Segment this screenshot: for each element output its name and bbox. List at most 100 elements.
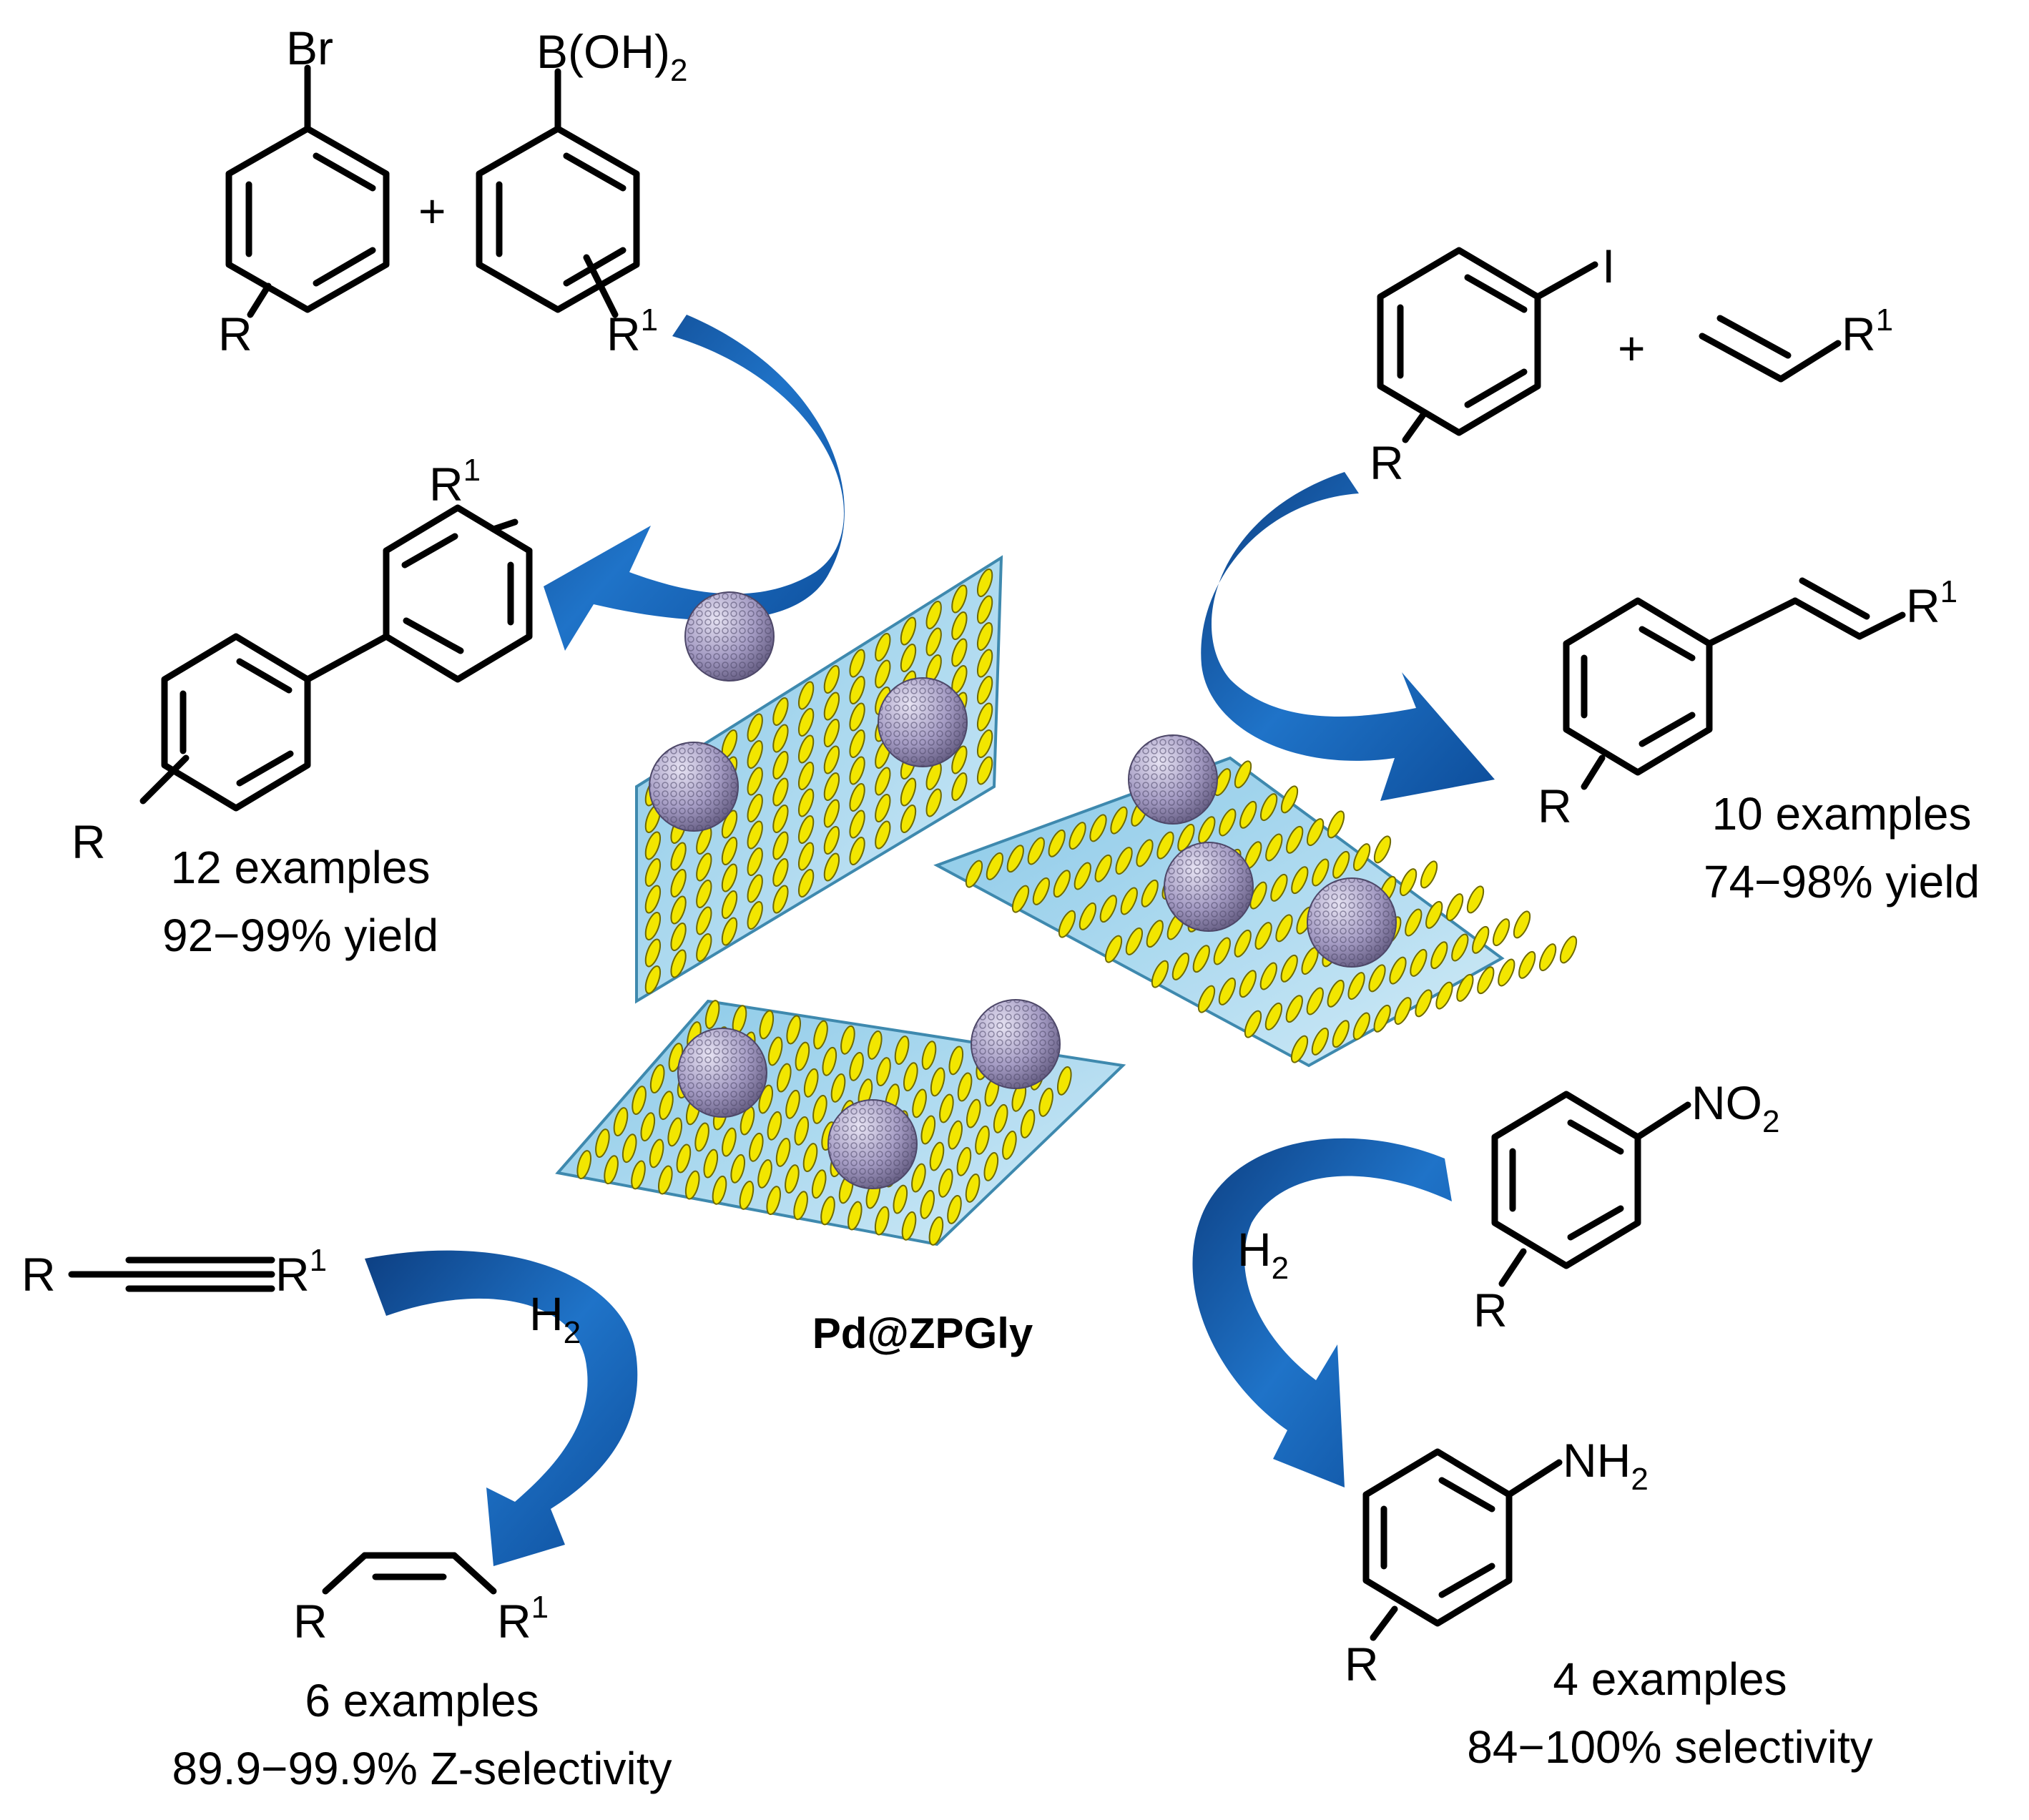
ligand-ellipse [721, 917, 738, 946]
ligand-ellipse [747, 794, 763, 822]
ligand-ellipse [721, 863, 738, 892]
ligand-ellipse [613, 1107, 629, 1137]
pd-lattice-texture [1307, 878, 1396, 967]
ligand-ellipse [1058, 910, 1076, 938]
r-label: R [1473, 1284, 1508, 1337]
ligand-ellipse [1347, 972, 1365, 1000]
ligand-ellipse [632, 1086, 647, 1116]
ligand-ellipse [1068, 822, 1086, 850]
ligand-ellipse [772, 858, 789, 887]
ligand-ellipse [947, 1194, 962, 1224]
ligand-ellipse [1171, 952, 1190, 980]
ligand-ellipse [696, 906, 712, 935]
ligand-ellipse [1373, 835, 1392, 864]
ligand-ellipse [925, 788, 942, 817]
ligand-ellipse [874, 1206, 890, 1236]
ligand-ellipse [1352, 1012, 1370, 1041]
ligand-ellipse [1254, 922, 1272, 950]
ligand-ellipse [1192, 945, 1210, 973]
pd-lattice-texture [1164, 842, 1253, 931]
ligand-ellipse [1410, 948, 1428, 977]
ligand-ellipse [900, 616, 917, 646]
ligand-ellipse [794, 1116, 810, 1146]
ligand-ellipse [1451, 933, 1469, 962]
ligand-ellipse [1038, 1087, 1053, 1117]
ligand-ellipse [670, 895, 687, 925]
ligand-ellipse [1368, 964, 1386, 993]
ligand-ellipse [703, 1148, 719, 1179]
ligand-ellipse [747, 847, 763, 876]
ligand-ellipse [930, 1067, 945, 1097]
ligand-ellipse [797, 869, 815, 897]
alkyne-reactant: R R1 [21, 1243, 327, 1301]
ligand-ellipse [676, 1143, 692, 1174]
ligand-ellipse [772, 751, 789, 779]
ligand-ellipse [1056, 1066, 1072, 1096]
ligand-ellipse [1002, 1130, 1017, 1160]
ligand-ellipse [1146, 920, 1164, 948]
ligand-ellipse [849, 649, 865, 678]
ligand-ellipse [1219, 808, 1237, 837]
r1-label: R1 [606, 302, 658, 360]
ligand-ellipse [830, 1073, 846, 1103]
ligand-ellipse [1290, 1035, 1309, 1063]
ligand-ellipse [1425, 900, 1443, 929]
ligand-ellipse [1477, 966, 1495, 995]
product-r-label: R [72, 815, 106, 868]
ligand-ellipse [694, 1122, 709, 1152]
ligand-ellipse [797, 842, 815, 871]
ligand-ellipse [1151, 960, 1169, 988]
ligand-ellipse [1074, 862, 1091, 890]
ligand-ellipse [948, 1046, 964, 1076]
ligand-ellipse [786, 1015, 802, 1045]
ligand-ellipse [966, 1098, 981, 1128]
ligand-ellipse [712, 1175, 727, 1205]
arrow-heck [1201, 472, 1495, 801]
ligand-ellipse [925, 601, 942, 629]
ligand-ellipse [644, 912, 662, 940]
ligand-ellipse [849, 810, 865, 839]
ligand-ellipse [747, 874, 763, 903]
ligand-ellipse [576, 1150, 592, 1180]
ligand-ellipse [1120, 887, 1138, 915]
ligand-ellipse [823, 852, 840, 882]
ligand-ellipse [820, 1196, 835, 1226]
ligand-ellipse [1327, 979, 1345, 1008]
ligand-ellipse [721, 890, 738, 919]
ligand-ellipse [797, 708, 815, 737]
ligand-ellipse [939, 1093, 954, 1123]
ligand-ellipse [1394, 997, 1412, 1025]
ligand-ellipse [900, 805, 917, 833]
ligand-ellipse [823, 772, 840, 801]
ligand-ellipse [903, 1062, 918, 1092]
ligand-ellipse [1352, 843, 1371, 872]
ligand-ellipse [823, 745, 840, 774]
ligand-ellipse [920, 1115, 936, 1145]
ligand-ellipse [704, 1000, 720, 1030]
ligand-ellipse [1445, 893, 1464, 922]
ligand-ellipse [1513, 910, 1531, 939]
ligand-ellipse [1089, 814, 1107, 842]
plus-sign: + [418, 185, 446, 237]
ligand-ellipse [875, 633, 891, 661]
suzuki-reactant-aryl-bromide: Br R [218, 21, 390, 360]
ligand-ellipse [823, 692, 840, 721]
ligand-ellipse [849, 756, 865, 785]
arrow-nitro [1192, 1138, 1452, 1487]
ligand-ellipse [1125, 927, 1144, 955]
ligand-ellipse [976, 569, 993, 597]
catalyst-name: Pd@ZPGly [812, 1309, 1033, 1357]
ligand-ellipse [925, 627, 942, 656]
ligand-ellipse [975, 1125, 990, 1155]
ligand-ellipse [1435, 981, 1453, 1010]
product-r1-label: R1 [429, 453, 481, 511]
ligand-ellipse [823, 665, 840, 694]
ligand-ellipse [948, 1120, 963, 1150]
ligand-ellipse [739, 1180, 755, 1210]
pd-lattice-texture [649, 742, 738, 831]
ligand-ellipse [1280, 785, 1299, 814]
ligand-ellipse [951, 638, 968, 667]
iodo-label: I [1602, 240, 1615, 292]
r-label: R [21, 1248, 56, 1301]
